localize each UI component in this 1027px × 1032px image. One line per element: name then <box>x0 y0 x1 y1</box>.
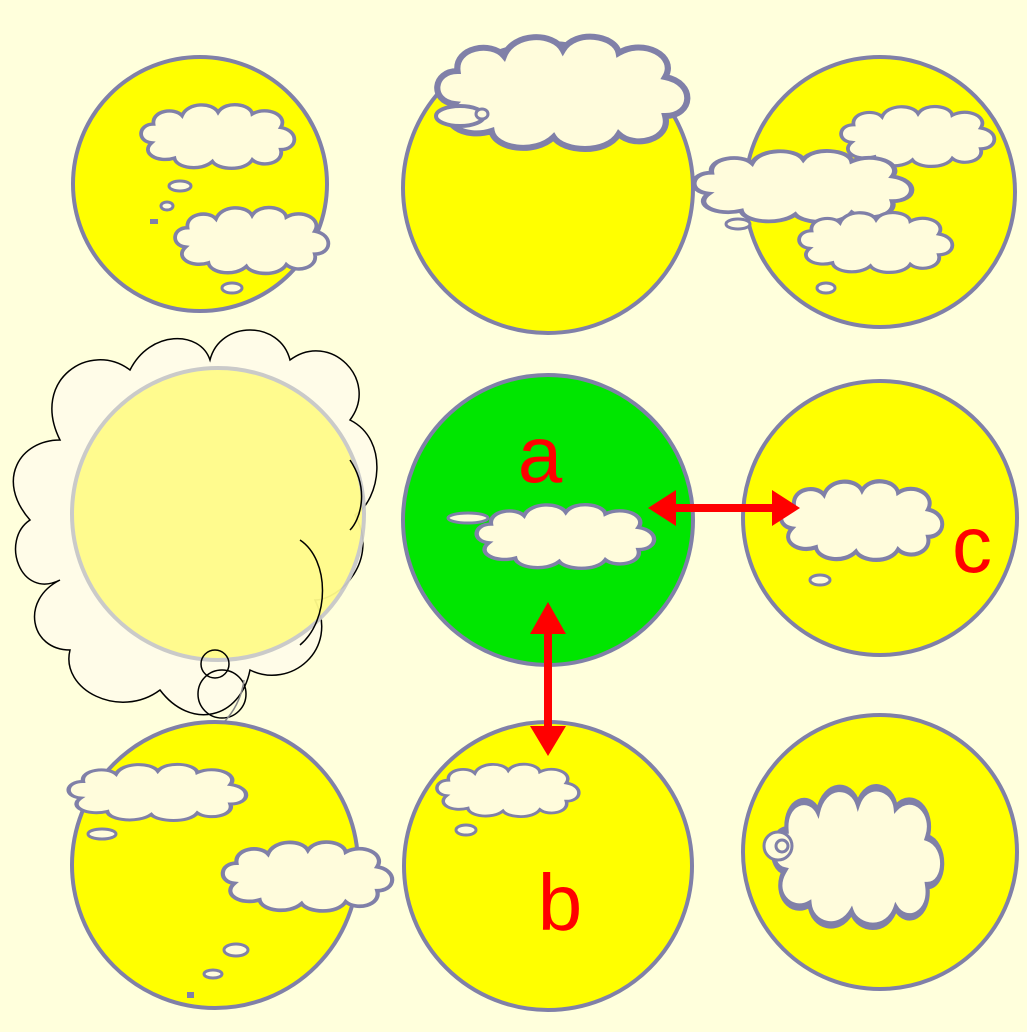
circle-top-center <box>401 37 695 335</box>
label-c: c <box>952 500 992 589</box>
circle-bottom-right <box>741 713 1019 991</box>
label-b: b <box>538 858 583 947</box>
arrow-a-to-c <box>648 490 800 526</box>
circle-bottom-left <box>69 720 393 1010</box>
arrow-a-to-b <box>530 602 566 756</box>
circle-bottom-center: b <box>402 720 694 1012</box>
circle-top-right <box>694 55 1017 329</box>
circle-middle-center-highlighted: a <box>401 373 695 667</box>
circle-middle-left-faded <box>12 329 378 741</box>
label-a: a <box>518 410 563 499</box>
circle-top-left <box>71 55 331 313</box>
circle-middle-right: c <box>741 379 1019 657</box>
